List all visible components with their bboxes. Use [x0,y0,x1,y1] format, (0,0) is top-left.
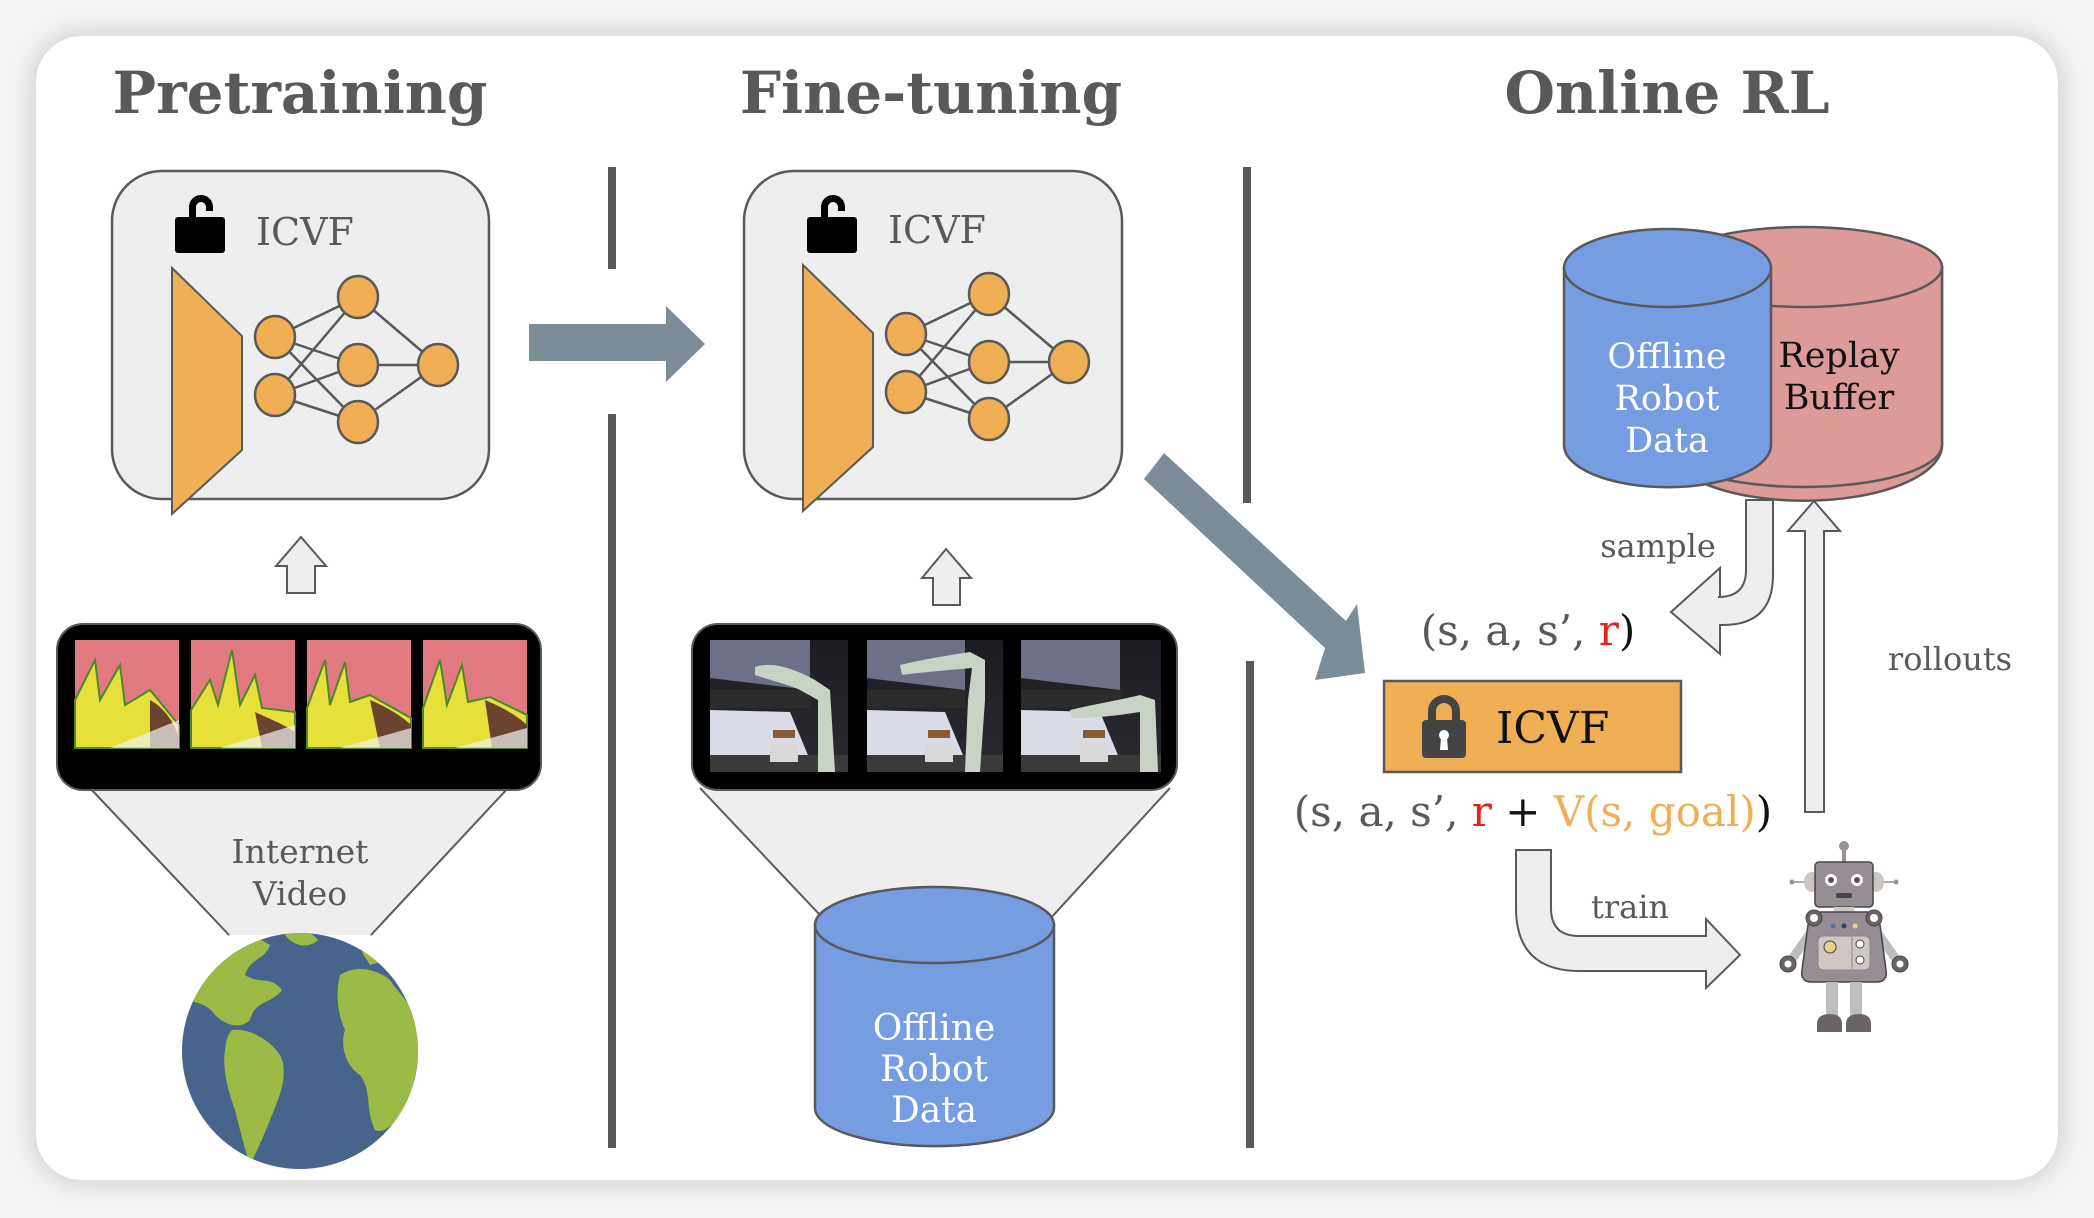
sample-label: sample [1600,527,1716,565]
replay-buffer-label: Buffer [1784,378,1895,418]
divider-1-bottom [608,414,616,1148]
deploy-arrow-icon [1144,453,1365,680]
transfer-arrow-icon [529,306,705,382]
video-frame [867,640,1003,772]
icvf-model-finetuning: ICVF [742,169,1124,513]
data-source-label: Internet [232,832,369,871]
video-frame [1021,640,1161,772]
rollouts-label: rollouts [1888,640,2012,678]
plus-sign: + [1492,787,1554,836]
section-title-pretraining: Pretraining [113,59,488,127]
up-arrow-icon [919,547,974,606]
icvf-model-pretraining: ICVF [110,169,491,516]
sample-arrow-icon [1669,499,1774,657]
video-frame [74,640,180,749]
dataset-label: Robot [880,1049,988,1090]
data-source-label: Video [252,874,347,913]
augmented-tuple: (s, a, s’, r + V(s, goal)) [1294,787,1772,836]
icvf-label: ICVF [256,210,354,254]
offline-robot-data-cylinder: Offline Robot Data [813,885,1056,1148]
video-frame [710,640,848,772]
tuple-prefix: (s, a, s’, [1421,606,1599,655]
rollouts-arrow-icon [1785,499,1843,813]
tuple-prefix: (s, a, s’, [1294,787,1472,836]
robot-agent-icon [1779,841,1909,1032]
dataset-label: Robot [1615,379,1720,419]
internet-video-frames [56,623,542,936]
section-title-online-rl: Online RL [1504,59,1829,127]
offline-robot-data-cylinder: Offline Robot Data [1562,227,1773,489]
transition-tuple: (s, a, s’, r) [1421,606,1635,655]
icvf-label: ICVF [888,208,986,252]
train-label: train [1591,888,1669,926]
value-term: V(s, goal) [1553,787,1756,836]
robot-sim-frames [691,623,1178,933]
section-title-finetuning: Fine-tuning [740,59,1122,127]
tuple-close: ) [1756,787,1772,836]
globe-icon [182,933,418,1169]
tuple-close: ) [1619,606,1635,655]
divider-2-top [1243,167,1251,503]
dataset-label: Offline [873,1008,996,1049]
locked-padlock-icon [1422,695,1466,758]
dataset-label: Data [891,1090,977,1131]
section-dividers [608,167,1254,1148]
reward-symbol: r [1599,606,1620,655]
replay-buffer-label: Replay [1778,336,1900,376]
train-arrow-icon [1515,849,1742,991]
divider-1-top [608,167,616,269]
video-frame [306,640,412,749]
divider-2-bottom [1246,661,1254,1148]
dataset-label: Offline [1607,337,1726,377]
up-arrow-icon [273,535,329,594]
icvf-label: ICVF [1496,703,1609,754]
icvf-model-frozen: ICVF [1382,679,1683,774]
dataset-label: Data [1625,421,1709,461]
video-frame [190,640,296,749]
reward-symbol: r [1472,787,1493,836]
